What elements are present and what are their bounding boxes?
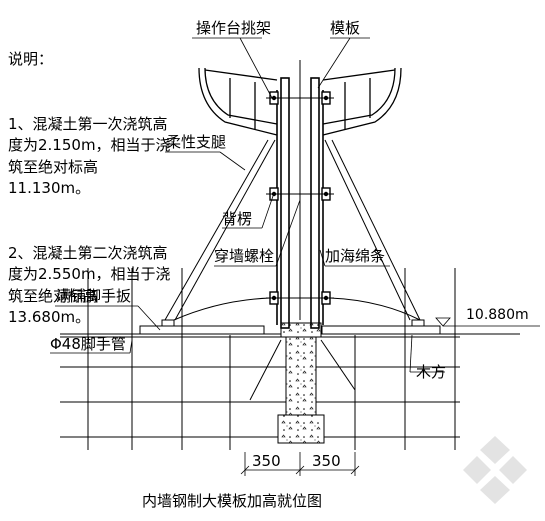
label-through-bolt: 穿墙螺栓 xyxy=(214,247,274,265)
label-flexible-leg: 柔性支腿 xyxy=(166,133,226,151)
elevation-marker xyxy=(435,317,540,327)
label-formwork: 模板 xyxy=(330,19,360,37)
platform-brackets xyxy=(198,67,402,136)
label-scaffold-tube: Φ48脚手管 xyxy=(50,335,126,353)
label-sponge-strip: 加海绵条 xyxy=(325,247,385,265)
label-timber: 木方 xyxy=(416,363,446,381)
label-scaffold-board: 满铺脚手扳 xyxy=(56,287,131,305)
label-back-purlin: 背楞 xyxy=(222,210,252,228)
dimension-line xyxy=(240,452,360,476)
formwork-panels xyxy=(276,77,324,329)
notes-item-2: 2、混凝土第二次浇筑高度为2.550m，相当于浇筑至绝对标高13.680m。 xyxy=(8,243,171,327)
wall-top xyxy=(280,322,322,338)
caption: 内墙钢制大模板加高就位图 xyxy=(142,492,322,510)
watermark-logo xyxy=(463,436,527,504)
through-bolts xyxy=(266,97,334,299)
label-elevation: 10.880m xyxy=(466,307,529,323)
wall-footing xyxy=(277,414,325,444)
leader-lines xyxy=(50,37,445,373)
label-platform-bracket: 操作台挑架 xyxy=(196,19,271,37)
notes-heading: 说明： xyxy=(8,50,54,68)
lower-braces xyxy=(249,339,356,401)
scaffold-grid xyxy=(60,268,460,450)
dimension-right: 350 xyxy=(312,452,341,470)
notes-block: 说明： 1、混凝土第一次浇筑高度为2.150m，相当于浇筑至绝对标高11.130… xyxy=(8,6,178,372)
dimension-left: 350 xyxy=(252,452,281,470)
notes-item-1: 1、混凝土第一次浇筑高度为2.150m，相当于浇筑至绝对标高11.130m。 xyxy=(8,114,171,198)
flexible-legs xyxy=(164,139,421,321)
